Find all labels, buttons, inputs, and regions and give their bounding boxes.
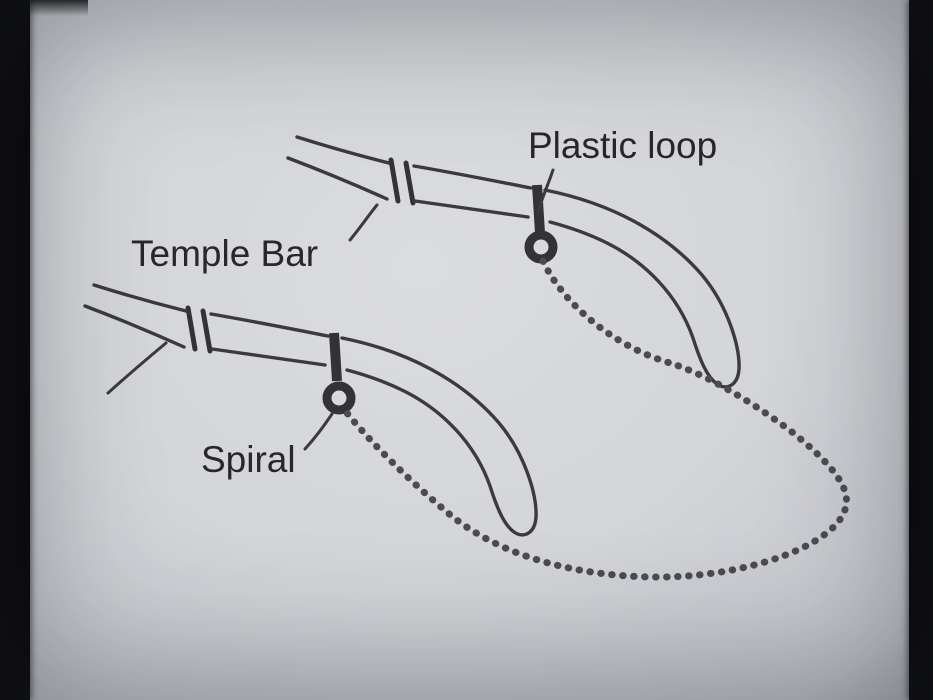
lower-hinge-tick-2 — [200, 308, 213, 354]
upper-frame-front-top-line — [295, 135, 391, 165]
annotations: Plastic loop Temple Bar Spiral — [106, 125, 717, 480]
lower-frame-front-bottom-line — [83, 304, 186, 349]
upper-temple-bar-top-line — [412, 164, 533, 190]
upper-temple-drawing — [286, 135, 741, 389]
temple-bar-leader-line-lower — [106, 341, 168, 395]
lower-temple-bar-top-line — [209, 312, 330, 338]
upper-hinge-tick-1 — [388, 157, 401, 204]
upper-temple-bar-bottom-line — [413, 199, 530, 219]
lower-temple-bar-bottom-line — [210, 347, 327, 367]
photo-border-right — [909, 0, 933, 700]
lower-ear-piece-outline — [340, 336, 538, 537]
lower-temple-drawing — [83, 283, 538, 537]
photo-border-left — [0, 0, 30, 700]
lower-spiral-loop-ring — [322, 381, 356, 415]
eyeglass-retainer-chain — [343, 257, 850, 581]
lower-frame-front-top-line — [92, 283, 188, 313]
upper-ear-piece-outline — [543, 188, 741, 389]
plastic-loop-leader-line — [536, 168, 555, 214]
spiral-leader-line — [303, 412, 334, 451]
plastic-loop-label: Plastic loop — [528, 125, 717, 166]
temple-bar-leader-line-upper — [348, 203, 379, 242]
spiral-label: Spiral — [201, 439, 296, 480]
upper-plastic-loop-ring — [524, 230, 558, 264]
upper-hinge-tick-2 — [403, 160, 416, 206]
photo-corner-shadow — [28, 0, 88, 16]
temple-bar-label: Temple Bar — [131, 233, 318, 274]
upper-frame-front-bottom-line — [286, 156, 389, 201]
lower-spiral-loop-band — [329, 332, 342, 382]
lower-hinge-tick-1 — [185, 305, 198, 352]
